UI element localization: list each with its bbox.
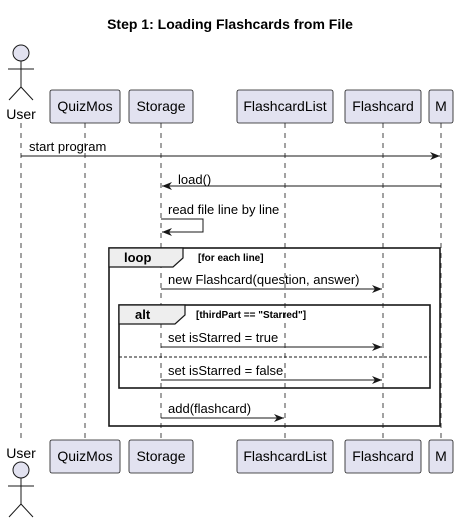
participant-box-storage-top [128, 89, 194, 124]
loop-fragment: loop [for each line] [108, 247, 441, 427]
loop-keyword: loop [124, 250, 151, 265]
participant-label-flashcardlist-top: FlashcardList [243, 98, 326, 114]
alt-fragment: alt [thirdPart == "Starred"] [118, 304, 431, 389]
loop-guard: [for each line] [198, 253, 264, 264]
participant-box-flashcard-top [344, 89, 422, 124]
participant-box-m-bottom [428, 439, 454, 474]
actor-head-icon [12, 461, 30, 479]
participant-label-m-top: M [435, 98, 447, 114]
participant-box-storage-bottom [128, 439, 194, 474]
message-label-read-file: read file line by line [168, 202, 279, 217]
participant-label-m-bottom: M [435, 448, 447, 464]
participant-box-flashcard-bottom [344, 439, 422, 474]
participant-box-quizmos-bottom [49, 439, 121, 474]
message-label-set-starred-false: set isStarred = false [168, 363, 283, 378]
participant-label-user-bottom: User [6, 445, 36, 461]
diagram-title: Step 1: Loading Flashcards from File [107, 16, 353, 32]
loop-fragment-tab [108, 247, 184, 268]
participants-bottom: User QuizMos Storage FlashcardList Flash… [6, 439, 454, 518]
message-label-start-program: start program [29, 139, 106, 154]
alt-keyword: alt [135, 307, 151, 322]
participant-label-flashcardlist-bottom: FlashcardList [243, 448, 326, 464]
message-label-add-flashcard: add(flashcard) [168, 401, 251, 416]
message-label-load: load() [178, 172, 211, 187]
message-arrow-read-file [161, 218, 204, 236]
message-label-new-flashcard: new Flashcard(question, answer) [168, 272, 359, 287]
loop-fragment-frame [108, 247, 441, 427]
messages: start program load() read file line by l… [21, 139, 441, 422]
participant-box-flashcardlist-bottom [236, 439, 334, 474]
participant-label-user-top: User [6, 106, 36, 122]
participant-label-flashcard-bottom: Flashcard [352, 448, 413, 464]
participant-box-m-top [428, 89, 454, 124]
participant-label-quizmos-bottom: QuizMos [57, 448, 112, 464]
alt-fragment-frame [118, 304, 431, 389]
participant-label-flashcard-top: Flashcard [352, 98, 413, 114]
participants-top: User QuizMos Storage FlashcardList Flash… [6, 44, 454, 124]
actor-user-bottom [8, 461, 34, 518]
message-label-set-starred-true: set isStarred = true [168, 330, 278, 345]
participant-box-quizmos-top [49, 89, 121, 124]
actor-head-icon [12, 44, 30, 62]
lifelines [20, 123, 442, 440]
participant-label-storage-top: Storage [136, 98, 185, 114]
participant-label-storage-bottom: Storage [136, 448, 185, 464]
alt-guard: [thirdPart == "Starred"] [196, 310, 306, 321]
participant-label-quizmos-top: QuizMos [57, 98, 112, 114]
participant-box-flashcardlist-top [236, 89, 334, 124]
actor-user-top [8, 44, 34, 101]
alt-fragment-tab [118, 304, 186, 325]
